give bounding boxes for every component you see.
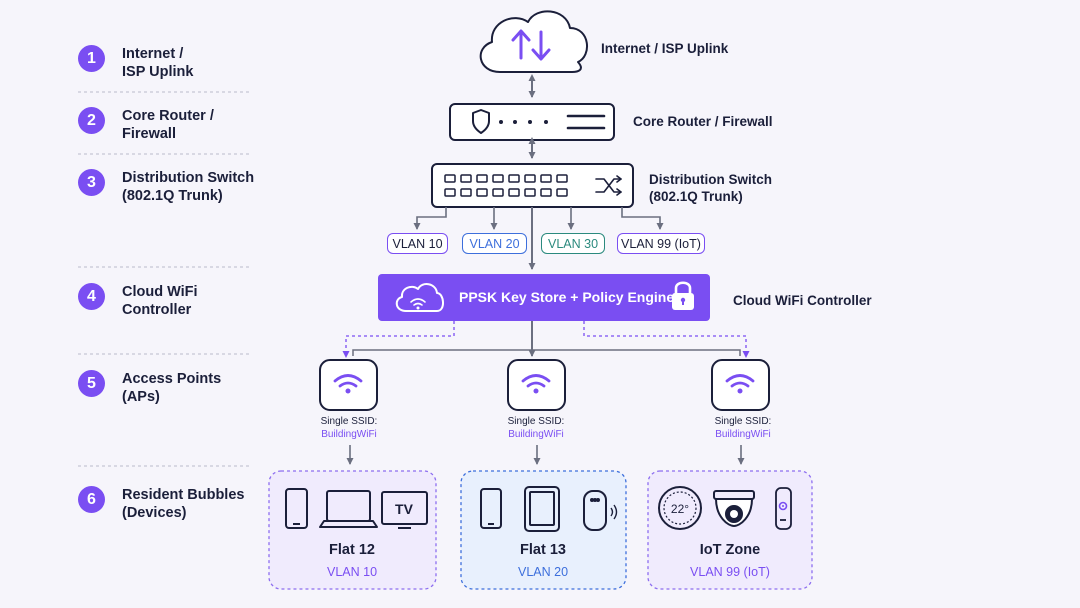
step-label: Resident Bubbles (Devices) [122,487,245,521]
core-router-device [449,103,615,141]
lock-icon [672,281,694,310]
ssid-name: BuildingWiFi [321,429,377,440]
wifi-icon [725,374,755,388]
wifi-icon [333,374,363,388]
step-label: Access Points (APs) [122,371,222,405]
bubble-vlan: VLAN 99 (IoT) [690,565,770,579]
ssid-name: BuildingWiFi [715,429,771,440]
step-label: Distribution Switch (802.1Q Trunk) [122,170,255,204]
controller-box-label: PPSK Key Store + Policy Engine [459,289,675,305]
laptop-icon [319,490,378,528]
thermostat-icon [658,486,702,530]
tv-icon-text: TV [395,501,414,517]
ssid-caption: Single SSID: [714,416,772,427]
controller-label: Cloud WiFi Controller [733,293,872,308]
step-5: 5 Access Points (APs) [78,370,221,406]
bubble-flat-12 [268,470,437,590]
switch-label: Distribution Switch (802.1Q Trunk) [649,172,772,204]
smart-speaker-icon [583,490,618,531]
vlan-trunk-links [413,207,664,270]
step-label: Internet / ISP Uplink [122,46,194,80]
step-number: 6 [78,486,105,513]
step-6: 6 Resident Bubbles (Devices) [78,486,244,522]
vlan-tag-20: VLAN 20 [462,233,527,254]
phone-icon [480,488,502,529]
step-1: 1 Internet / ISP Uplink [78,45,193,81]
ap-bubble-links [346,445,745,465]
step-dividers [78,91,252,467]
step-label: Core Router / Firewall [122,108,214,142]
tv-icon [381,491,428,529]
phone-icon [285,488,308,529]
smart-remote-icon [775,487,792,530]
controller-ap-links [342,321,750,358]
access-point [711,359,770,411]
distribution-switch-device [431,163,634,208]
step-3: 3 Distribution Switch (802.1Q Trunk) [78,169,254,205]
step-number: 1 [78,45,105,72]
step-number: 3 [78,169,105,196]
thermostat-icon-text: 22° [671,502,689,516]
bubble-name: Flat 13 [520,542,566,558]
tablet-icon [524,486,560,532]
internet-label: Internet / ISP Uplink [601,41,729,56]
ap-ssid: Single SSID: BuildingWiFi [683,415,803,441]
access-point [507,359,566,411]
router-label: Core Router / Firewall [633,114,773,129]
step-4: 4 Cloud WiFi Controller [78,283,198,319]
wifi-icon [521,374,551,388]
step-2: 2 Core Router / Firewall [78,107,214,143]
internet-cloud-icon [479,10,588,73]
bubble-vlan: VLAN 20 [517,565,569,579]
ssid-name: BuildingWiFi [508,429,564,440]
ap-ssid: Single SSID: BuildingWiFi [289,415,409,441]
vlan-tag-10: VLAN 10 [387,233,448,254]
bubble-name: Flat 12 [329,542,375,558]
ssid-caption: Single SSID: [320,416,378,427]
step-number: 5 [78,370,105,397]
security-camera-icon [713,490,755,528]
step-number: 2 [78,107,105,134]
step-label: Cloud WiFi Controller [122,284,198,318]
bubble-vlan: VLAN 10 [326,565,378,579]
access-point [319,359,378,411]
cloud-wifi-icon [395,283,444,312]
shield-icon [472,109,490,134]
cloud-wifi-controller-box [378,274,710,321]
step-number: 4 [78,283,105,310]
bubble-iot-zone [647,470,813,590]
vlan-tag-99: VLAN 99 (IoT) [617,233,705,254]
shuffle-icon [595,175,622,196]
bubble-name: IoT Zone [699,542,761,558]
ap-ssid: Single SSID: BuildingWiFi [476,415,596,441]
ssid-caption: Single SSID: [507,416,565,427]
vlan-tag-30: VLAN 30 [541,233,605,254]
